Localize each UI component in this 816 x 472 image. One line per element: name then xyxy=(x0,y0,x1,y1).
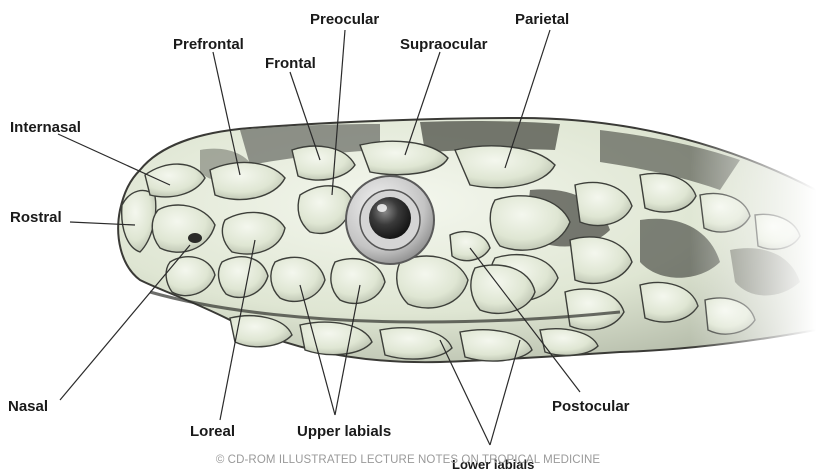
label-internasal: Internasal xyxy=(10,120,81,135)
label-preocular: Preocular xyxy=(310,12,379,27)
label-rostral: Rostral xyxy=(10,210,62,225)
nostril xyxy=(188,233,202,243)
leader-nasal xyxy=(60,245,190,400)
label-nasal: Nasal xyxy=(8,399,48,414)
label-prefrontal: Prefrontal xyxy=(173,37,244,52)
label-loreal: Loreal xyxy=(190,424,235,439)
label-postocular: Postocular xyxy=(552,399,630,414)
label-upper-labials: Upper labials xyxy=(297,424,391,439)
eye-highlight xyxy=(377,204,387,212)
label-parietal: Parietal xyxy=(515,12,569,27)
label-frontal: Frontal xyxy=(265,56,316,71)
label-supraocular: Supraocular xyxy=(400,37,488,52)
snake-head xyxy=(118,110,816,370)
body-fade xyxy=(690,110,816,370)
copyright-notice: © CD-ROM ILLUSTRATED LECTURE NOTES ON TR… xyxy=(0,455,816,467)
pupil xyxy=(369,197,411,239)
eye xyxy=(346,176,434,264)
